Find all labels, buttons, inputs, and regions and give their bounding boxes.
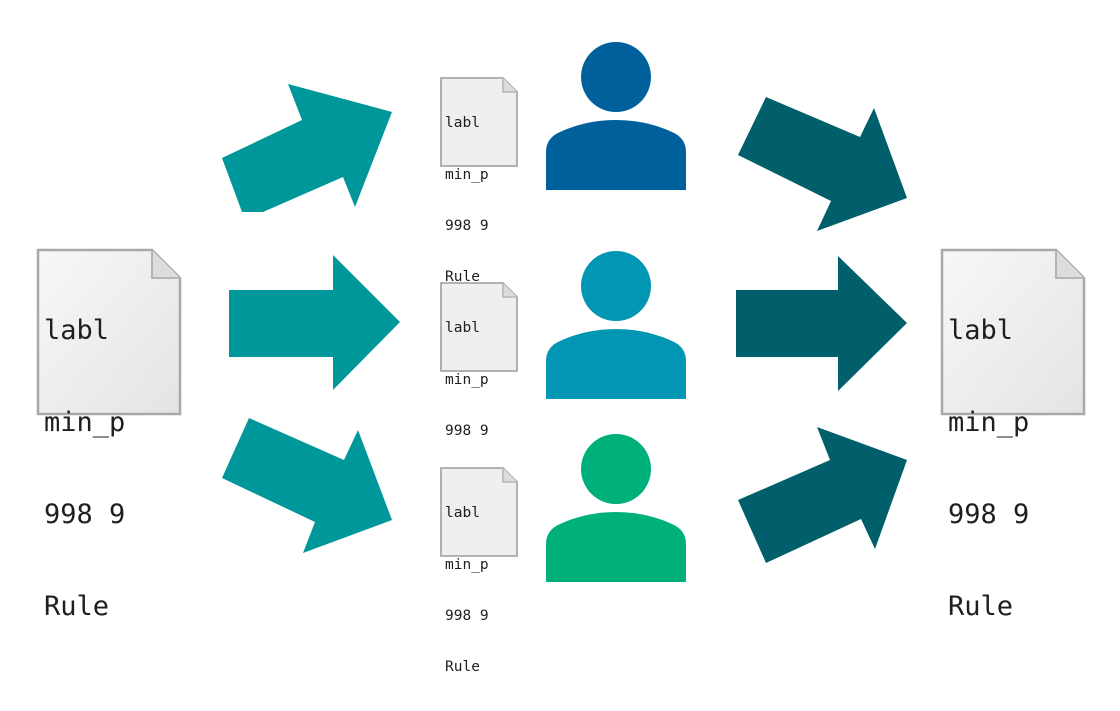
branch-document-top: labl min_p 998 9 Rule: [439, 76, 519, 285]
person-icon: [546, 434, 686, 582]
doc-line: min_p: [948, 406, 1030, 438]
person-middle: [546, 251, 686, 399]
doc-line: 998 9: [445, 217, 489, 234]
person-icon: [546, 42, 686, 190]
branch-document-middle: labl min_p 998 9 Rule: [439, 281, 519, 490]
document-icon: [36, 248, 182, 416]
doc-line: Rule: [445, 269, 480, 286]
doc-line: Rule: [948, 591, 1014, 623]
doc-line: labl: [948, 314, 1014, 346]
output-document: labl min_p 998 9 Rule: [938, 246, 1088, 622]
doc-line: Rule: [44, 591, 110, 623]
document-icon: [440, 77, 518, 167]
doc-line: 998 9: [445, 607, 489, 624]
doc-line: labl: [445, 320, 480, 337]
doc-line: labl: [445, 505, 480, 522]
doc-line: 998 9: [948, 499, 1030, 531]
arrow-to-top-branch-icon: [222, 84, 907, 563]
document-icon: [440, 467, 518, 557]
doc-line: labl: [44, 314, 110, 346]
source-document: labl min_p 998 9 Rule: [34, 246, 184, 622]
doc-line: 998 9: [44, 499, 126, 531]
doc-line: Rule: [445, 659, 480, 676]
doc-line: min_p: [445, 371, 489, 388]
doc-line: labl: [445, 115, 480, 132]
doc-line: min_p: [44, 406, 126, 438]
doc-line: min_p: [445, 556, 489, 573]
document-icon: [940, 248, 1086, 416]
doc-line: min_p: [445, 166, 489, 183]
document-icon: [440, 282, 518, 372]
person-top: [546, 42, 686, 190]
doc-line: 998 9: [445, 422, 489, 439]
person-bottom: [546, 434, 686, 582]
branch-document-bottom: labl min_p 998 9 Rule: [439, 466, 519, 675]
person-icon: [546, 251, 686, 399]
